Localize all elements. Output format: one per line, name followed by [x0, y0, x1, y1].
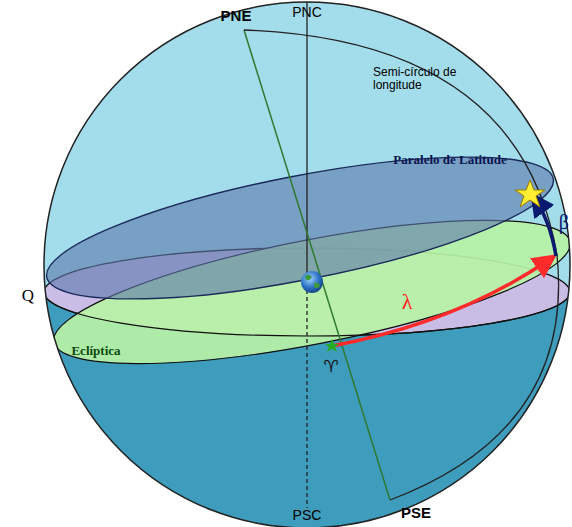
circle-label: Semi-círculo de longitude	[373, 66, 505, 92]
pole-label: PSE	[401, 505, 431, 522]
point-label: Q	[22, 287, 34, 306]
pole-label: PSC	[293, 508, 322, 523]
angle-label: λ	[402, 290, 413, 314]
parallel-label: Paralelo de Latitude	[393, 153, 506, 167]
pole-label: PNC	[292, 5, 322, 20]
vernal-symbol: ♈	[323, 357, 338, 376]
ecliptic-label: Eclíptica	[71, 344, 120, 358]
pole-label: PNE	[221, 8, 252, 25]
angle-label: β	[559, 211, 569, 233]
